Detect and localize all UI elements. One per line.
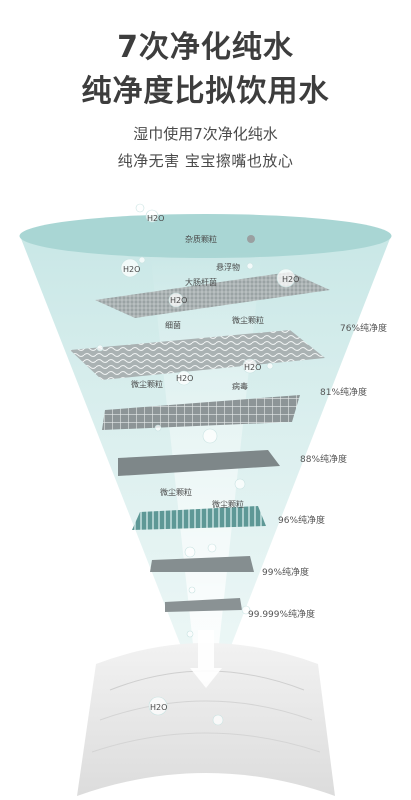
- filter-layer-3: [102, 395, 300, 430]
- h2o-label: H2O: [244, 363, 261, 372]
- purity-level-6: 99.999%纯净度: [248, 608, 315, 620]
- wipe-texture-line: [91, 732, 321, 753]
- filter-layer-2: [70, 330, 325, 380]
- purity-level-1: 76%纯净度: [340, 322, 387, 334]
- micro-dust-label: 微尘颗粒: [212, 499, 244, 509]
- headline-line-1: 7次净化纯水: [117, 30, 294, 65]
- h2o-label: H2O: [170, 296, 187, 305]
- virus-label: 病毒: [232, 381, 248, 391]
- filtration-funnel-illustration: H2O 杂质颗粒 H2O 悬浮物 H2O 大肠杆菌 H2O 细菌 微尘颗粒 H2…: [19, 203, 392, 796]
- water-bubbles: [96, 203, 296, 726]
- h2o-label: H2O: [150, 703, 167, 712]
- impurity-particle-icon: [247, 235, 255, 243]
- h2o-label: H2O: [176, 374, 193, 383]
- down-arrow-icon: [190, 630, 222, 688]
- filter-layer-7: [165, 598, 242, 612]
- h2o-label: H2O: [147, 214, 164, 223]
- wet-wipe-sheet: [77, 643, 335, 796]
- bacteria-label: 细菌: [165, 320, 181, 330]
- h2o-label: H2O: [282, 275, 299, 284]
- subtitle-line-2: 纯净无害 宝宝擦嘴也放心: [117, 152, 294, 170]
- headline-line-2: 纯净度比拟饮用水: [81, 74, 330, 109]
- ecoli-label: 大肠杆菌: [185, 277, 217, 287]
- subtitle-line-1: 湿巾使用7次净化纯水: [133, 125, 278, 143]
- suspended-matter-label: 悬浮物: [216, 262, 240, 272]
- wipe-texture-line: [99, 700, 313, 721]
- purity-level-2: 81%纯净度: [320, 386, 367, 398]
- filter-layer-5: [132, 506, 266, 530]
- filter-layer-1: [95, 272, 330, 318]
- h2o-label: H2O: [123, 265, 140, 274]
- purity-level-4: 96%纯净度: [278, 514, 325, 526]
- filter-layer-6: [150, 556, 254, 572]
- filter-layer-4: [118, 450, 280, 476]
- micro-dust-label: 微尘颗粒: [160, 487, 192, 497]
- micro-dust-label: 微尘颗粒: [131, 379, 163, 389]
- purity-level-5: 99%纯净度: [262, 566, 309, 578]
- funnel-top-rim: [19, 214, 392, 258]
- purity-level-3: 88%纯净度: [300, 453, 347, 465]
- micro-dust-label: 微尘颗粒: [232, 315, 264, 325]
- impurities-label: 杂质颗粒: [185, 234, 217, 244]
